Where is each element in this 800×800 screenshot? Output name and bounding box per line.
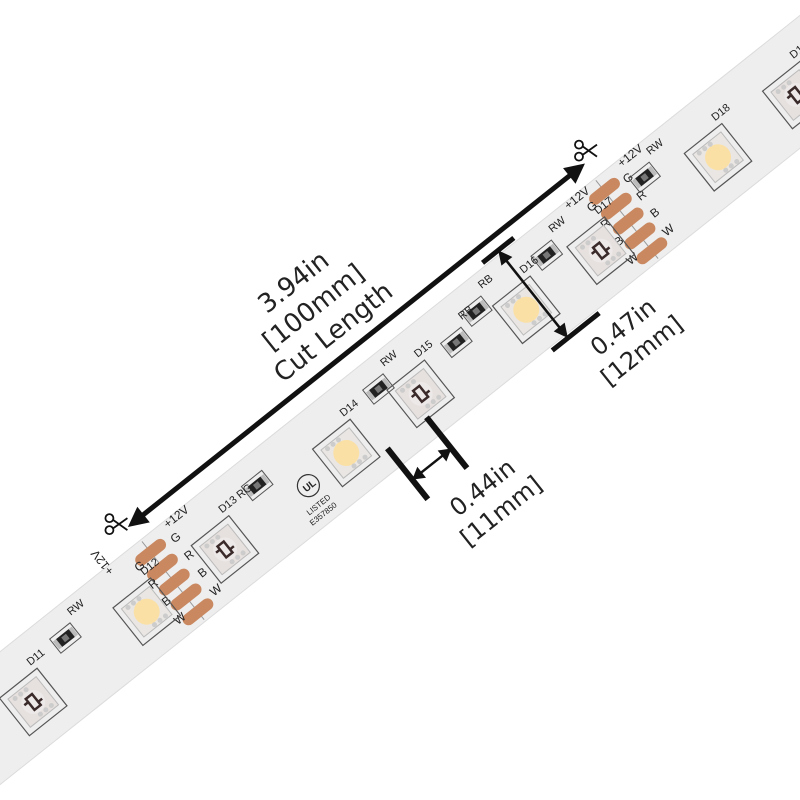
- cut-length-arrow: [127, 163, 585, 527]
- led-spacing-label: 0.44in [11mm]: [444, 453, 547, 552]
- strip-width-dimension: [480, 235, 601, 353]
- scissors-icon: [104, 513, 128, 536]
- led-spacing-dimension: [385, 415, 470, 502]
- scissors-icon: [574, 139, 598, 162]
